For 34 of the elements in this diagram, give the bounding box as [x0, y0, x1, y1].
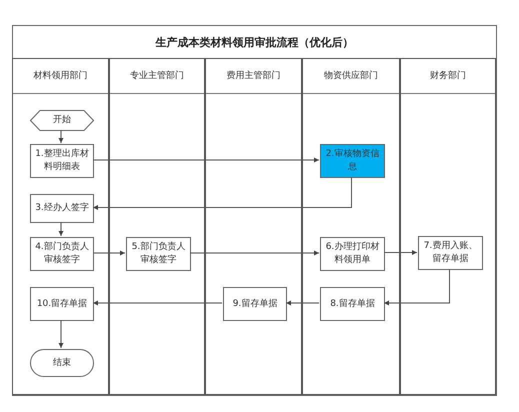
- process-box: 5.部门负责人审核签字: [126, 237, 191, 271]
- swimlane: [205, 58, 302, 395]
- start-terminal: 开始: [30, 110, 94, 131]
- arrow: [58, 130, 64, 144]
- arrow: [92, 300, 222, 306]
- process-box: 6.办理打印材料领用单: [320, 237, 385, 271]
- swimlane: [12, 58, 109, 395]
- arrow: [58, 222, 64, 236]
- lane-header: 财务部门: [401, 59, 495, 94]
- arrow: [384, 250, 418, 255]
- lane-header: 费用主管部门: [206, 59, 301, 94]
- end-terminal: 结束: [30, 349, 94, 377]
- arrow: [384, 268, 450, 306]
- swimlane: [400, 58, 496, 395]
- lane-header: 材料领用部门: [13, 59, 108, 94]
- lane-header: 专业主管部门: [110, 59, 204, 94]
- swimlane: [109, 58, 205, 395]
- arrow: [92, 158, 320, 162]
- arrow: [92, 176, 352, 210]
- lane-header: 物资供应部门: [303, 59, 399, 94]
- chart-title: 生产成本类材料领用审批流程（优化后）: [156, 34, 354, 50]
- arrow: [190, 250, 320, 256]
- arrow: [92, 250, 126, 256]
- arrow: [58, 320, 64, 348]
- process-box: 3.经办人签字: [30, 194, 94, 223]
- swimlane: [302, 58, 400, 395]
- process-box: 4.部门负责人审核签字: [30, 237, 94, 271]
- process-box: 8.留存单据: [320, 287, 385, 321]
- process-box: 10.留存单据: [30, 287, 94, 321]
- process-box: 2.审核物资信息: [320, 144, 385, 178]
- process-box: 7.费用入账、留存单据: [418, 236, 483, 270]
- process-box: 1.整理出库材料明细表: [30, 144, 94, 178]
- arrow: [286, 300, 320, 306]
- process-box: 9.留存单据: [223, 287, 287, 321]
